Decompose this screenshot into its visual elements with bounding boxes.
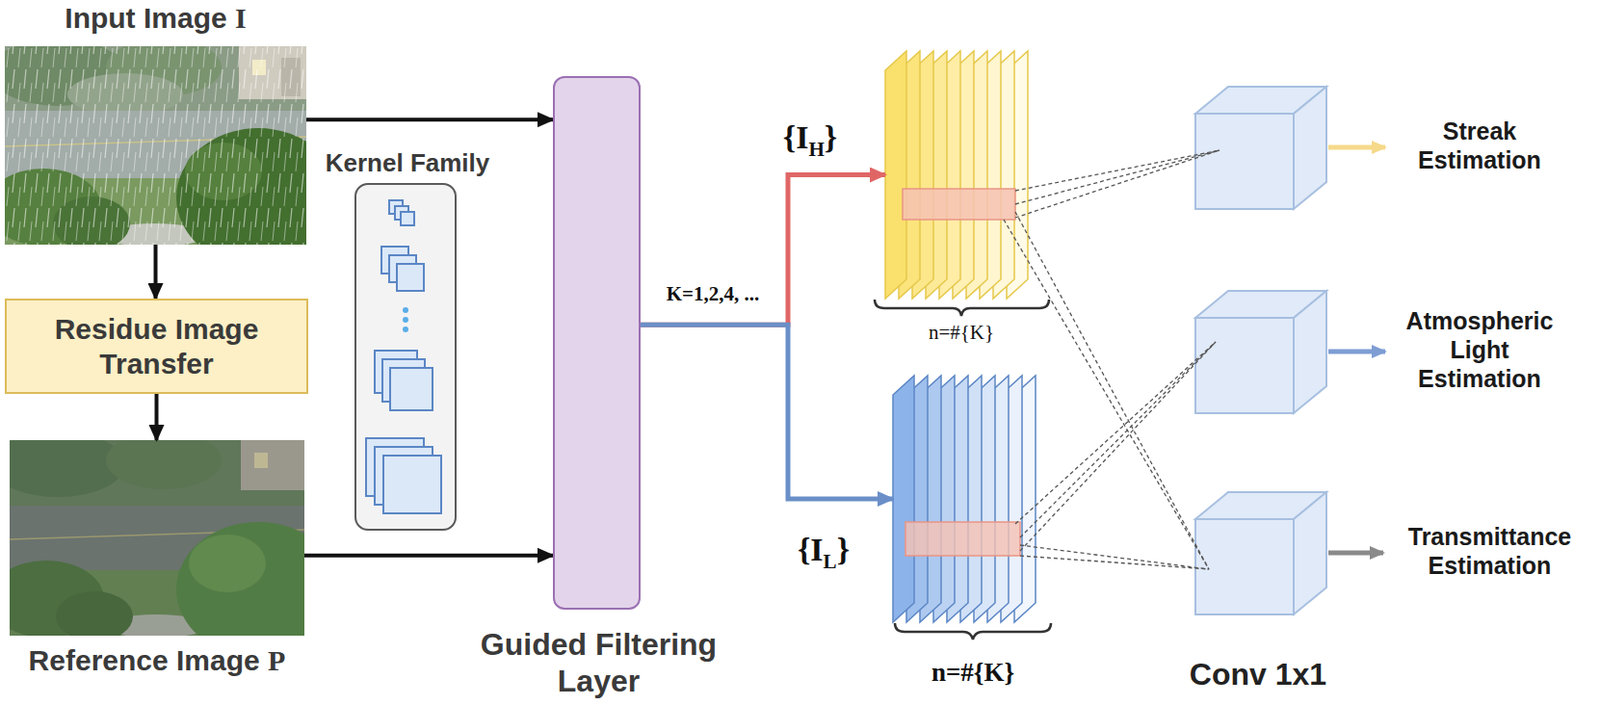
channel-count: n=#{K} [905,657,1041,688]
output-label: Atmospheric Light Estimation [1392,306,1567,397]
dashed-projection [1015,150,1220,205]
node-text: Transmittance Estimation [1390,522,1589,580]
rainy-photo [4,46,307,245]
channel-count: n=#{K} [905,320,1018,345]
connector-arrow [640,175,886,326]
node-text: Atmospheric Light Estimation [1392,306,1567,394]
output-label: Transmittance Estimation [1390,522,1589,584]
conv-cube [1195,317,1294,414]
connector-arrow [304,553,553,558]
derained-photo [9,440,305,636]
rainy-photo [4,46,307,245]
conv-cube [1195,86,1327,615]
connector-arrow [306,117,553,122]
connector-arrow [154,244,158,299]
connector-arrow [155,393,159,441]
process-box: Residue Image Transfer [4,298,309,394]
dashed-projection [1015,341,1216,525]
dashed-projection [1020,545,1209,570]
kernel-family [402,326,409,333]
photo-panel: Reference Image P [9,440,305,636]
kernel-sizes: K=1,2,4, ... [643,282,783,307]
feature-stack-low [892,375,915,623]
node-text: {IL} [785,530,863,575]
dashed-projection [1003,150,1220,570]
output-label: Streak Estimation [1392,116,1567,179]
derained-photo [9,440,305,636]
feature-stack-low [905,522,1021,556]
node-text: Streak Estimation [1392,116,1567,175]
bracket [894,623,1051,640]
feature-stack-high [902,188,1016,220]
kernel-family [383,455,442,514]
output-arrow [1328,550,1384,556]
output-arrow [1328,349,1386,355]
kernel-box: Kernel Family [354,183,457,531]
layer-bar: Guided Filtering Layer [552,76,641,610]
photo-panel: Input Image I [4,46,307,245]
kernel-family [396,263,424,291]
kernel-family [402,307,409,314]
output-arrow [1328,145,1386,151]
connector-arrow [640,324,893,499]
node-text: Residue Image Transfer [14,312,299,382]
conv-cube [1293,86,1327,210]
feature-stack-low [892,375,1036,623]
conv-cube [1195,113,1294,210]
conv-cube [1293,290,1327,414]
node-text: {IH} [773,118,847,162]
kernel-family [402,316,409,323]
conv-cube [1195,519,1294,615]
kernel-family [390,367,433,411]
kernel-family [354,183,457,531]
dashed-projection [1020,555,1209,570]
bracket [874,299,1050,316]
kernel-family [354,183,457,531]
dashed-projection [1020,341,1216,551]
feature-stack: {IH} [885,51,1031,299]
dashed-projection [1020,341,1216,538]
node-text: Input Image I [0,0,316,36]
dashed-projection [1015,150,1220,218]
node-text: Guided Filtering Layer [463,626,735,700]
feature-stack-high [885,51,1028,299]
feature-stack: {IL} [892,375,1036,623]
kernel-family [366,200,442,514]
node-text: Reference Image P [0,643,318,679]
dashed-projection [1015,211,1209,570]
dashed-projection [1003,219,1209,570]
feature-stack-high [885,51,907,299]
conv-cube [1293,492,1327,615]
node-text: Kernel Family [311,148,504,179]
derained-photo [9,440,305,636]
bracket [874,299,1051,640]
dashed-projection [1015,150,1220,191]
kernel-family [400,211,415,226]
output-arrow [1328,147,1386,553]
rainy-photo [4,46,307,245]
layer-name: Conv 1x1 [1171,656,1345,693]
